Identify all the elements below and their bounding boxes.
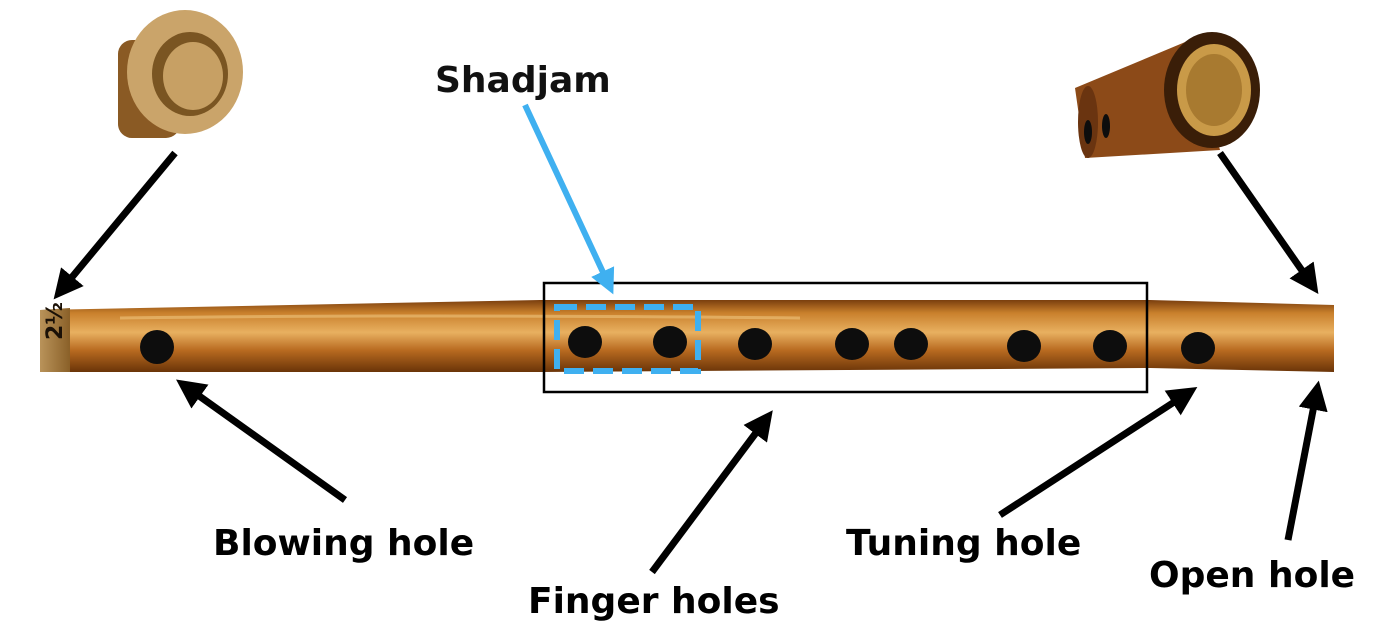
blowing-hole-arrow bbox=[176, 379, 348, 503]
finger-hole-7 bbox=[1093, 330, 1127, 362]
finger-holes-frame bbox=[542, 281, 1149, 394]
blowing-hole-label: Blowing hole bbox=[213, 523, 474, 564]
flute-body: 2½ bbox=[40, 300, 1334, 372]
finger-hole-5 bbox=[894, 328, 928, 360]
size-mark: 2½ bbox=[43, 302, 68, 340]
open-hole-arrow bbox=[1284, 380, 1328, 541]
tuning-hole bbox=[1181, 332, 1215, 364]
finger-holes-arrow bbox=[649, 410, 773, 575]
flute-holes bbox=[140, 326, 1215, 364]
finger-hole-3 bbox=[738, 328, 772, 360]
shadjam-arrow bbox=[522, 103, 615, 295]
open-hole-label: Open hole bbox=[1149, 555, 1355, 596]
tuning-hole-arrow bbox=[998, 387, 1198, 518]
open-end-closeup bbox=[1075, 32, 1260, 158]
finger-hole-2 bbox=[653, 326, 687, 358]
finger-hole-4 bbox=[835, 328, 869, 360]
finger-hole-6 bbox=[1007, 330, 1041, 362]
finger-holes-label: Finger holes bbox=[528, 581, 780, 622]
shadjam-highlight bbox=[554, 304, 701, 374]
tuning-hole-label: Tuning hole bbox=[846, 523, 1081, 564]
blowing-end-closeup bbox=[118, 10, 243, 138]
open-end-arrow bbox=[1217, 150, 1319, 295]
blowing-end-arrow bbox=[53, 150, 178, 300]
shadjam-label: Shadjam bbox=[435, 60, 611, 101]
blowing-hole bbox=[140, 330, 174, 364]
finger-hole-1 bbox=[568, 326, 602, 358]
